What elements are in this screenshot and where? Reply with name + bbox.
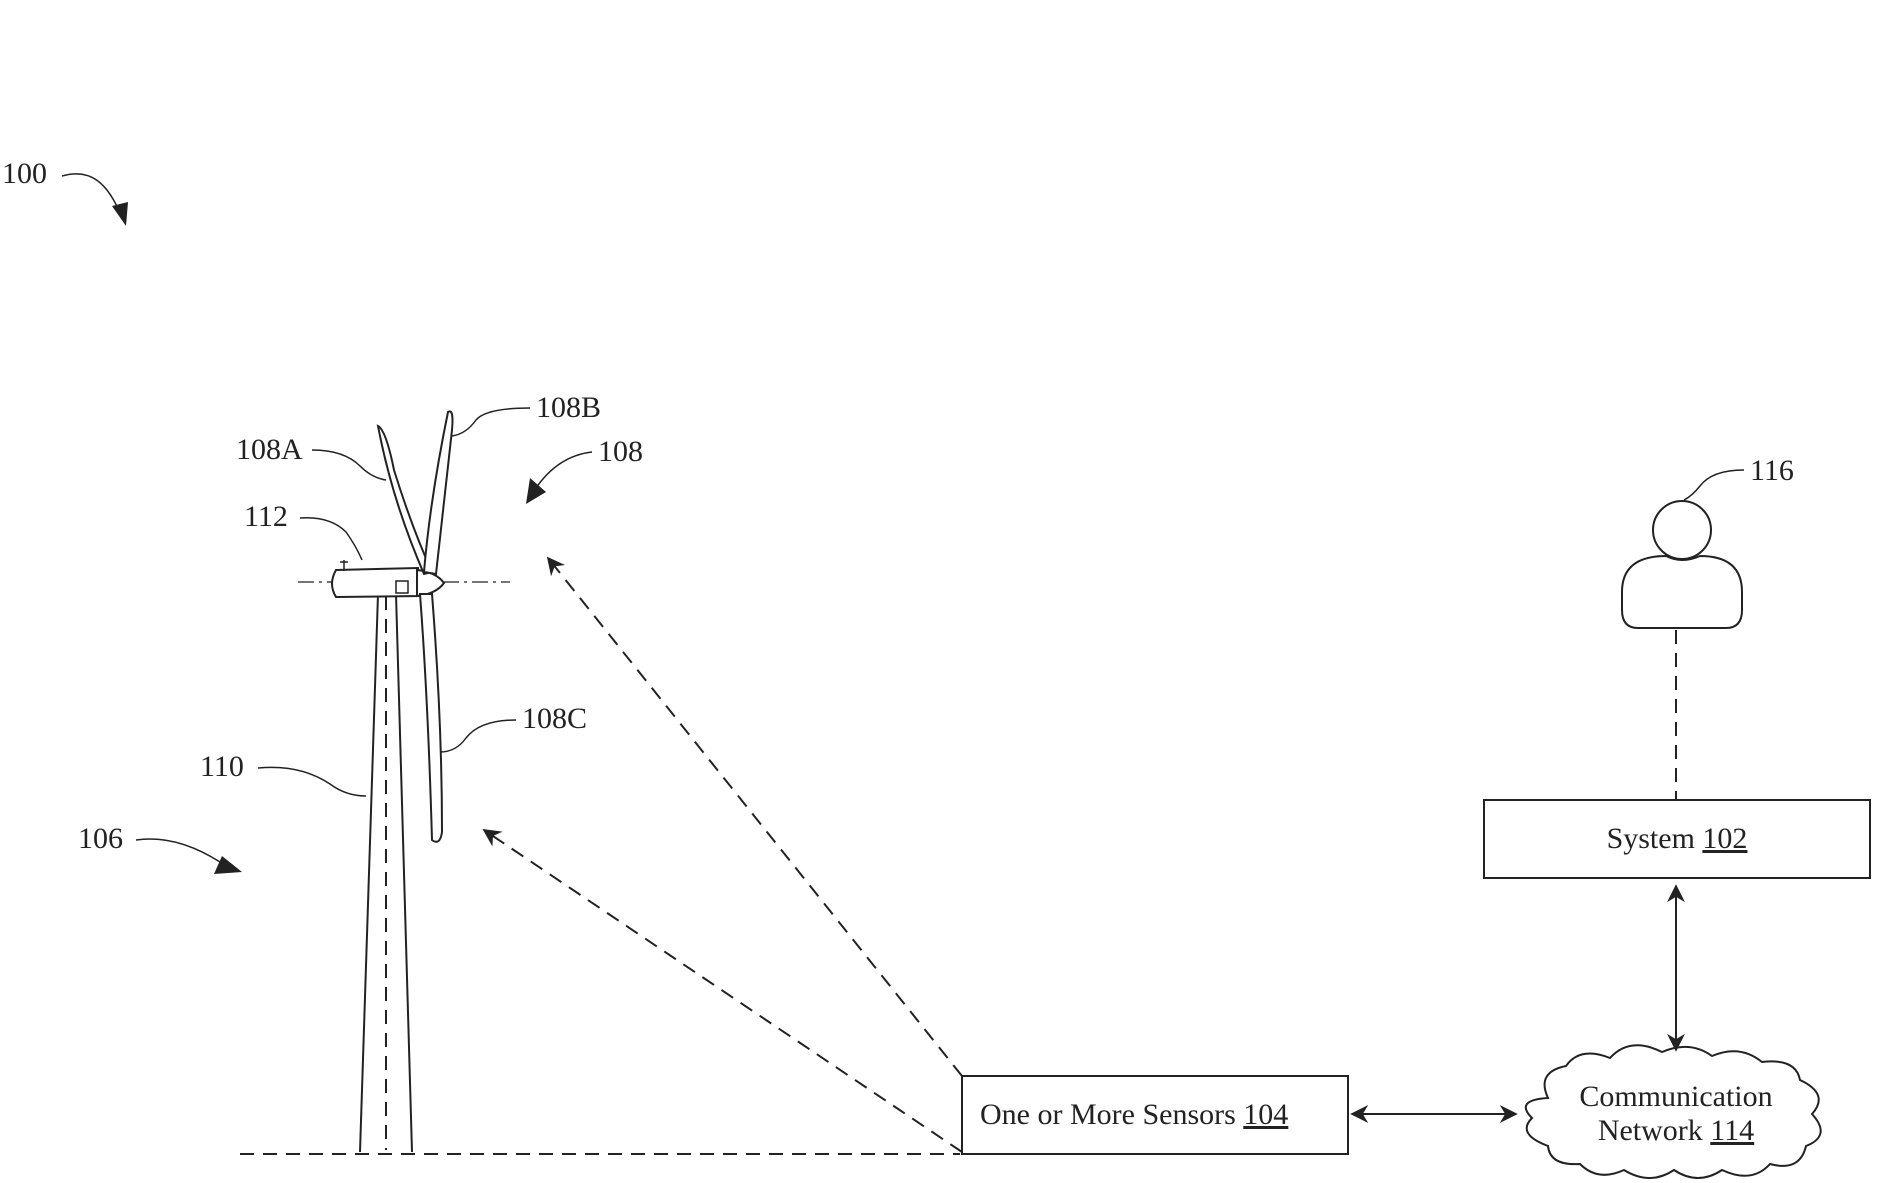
system-box: System 102 [1484, 800, 1870, 878]
tower-left-edge [360, 594, 378, 1152]
network-line2: Network 114 [1598, 1114, 1754, 1147]
label-106: 106 [78, 822, 123, 855]
figure-ref-label: 100 [2, 157, 47, 190]
leader-110 [258, 767, 366, 796]
network-line2-ref: 114 [1710, 1114, 1754, 1147]
label-108: 108 [598, 435, 643, 468]
tower-right-edge [396, 594, 412, 1152]
nacelle-detail [396, 581, 408, 593]
leader-108a [312, 450, 386, 480]
blade-c [420, 594, 442, 842]
system-box-text: System [1607, 822, 1703, 855]
network-line2-text: Network [1598, 1114, 1710, 1147]
user-icon [1622, 501, 1742, 628]
blade-a [378, 426, 432, 574]
sensors-box-label: One or More Sensors 104 [980, 1098, 1288, 1131]
sensing-line-upper [548, 558, 962, 1076]
sensors-box: One or More Sensors 104 [962, 1076, 1348, 1154]
system-box-ref: 102 [1702, 822, 1747, 855]
label-112: 112 [244, 500, 288, 533]
label-108b: 108B [536, 391, 601, 424]
leader-108c [440, 720, 516, 752]
label-108c: 108C [522, 702, 587, 735]
figure-ref-arrowhead [112, 202, 128, 226]
arrowhead-108 [526, 478, 546, 504]
network-line1: Communication [1579, 1080, 1772, 1113]
leader-108 [536, 452, 592, 488]
user-head [1653, 501, 1711, 559]
label-110: 110 [200, 750, 244, 783]
leader-112 [300, 518, 362, 560]
figure-ref-leader [62, 174, 122, 218]
label-108a: 108A [236, 433, 303, 466]
leader-108b [452, 408, 530, 436]
user-body [1622, 556, 1742, 628]
leader-106 [136, 839, 220, 862]
arrowhead-106 [214, 856, 242, 874]
system-box-label: System 102 [1607, 822, 1748, 855]
network-cloud: Communication Network 114 [1526, 1045, 1821, 1178]
wind-turbine [298, 411, 510, 1152]
sensors-box-ref: 104 [1243, 1098, 1288, 1131]
sensors-box-text: One or More Sensors [980, 1098, 1243, 1131]
label-116: 116 [1750, 454, 1794, 487]
leader-116 [1684, 470, 1744, 500]
blade-b [424, 411, 453, 574]
sensing-line-lower [484, 830, 962, 1152]
